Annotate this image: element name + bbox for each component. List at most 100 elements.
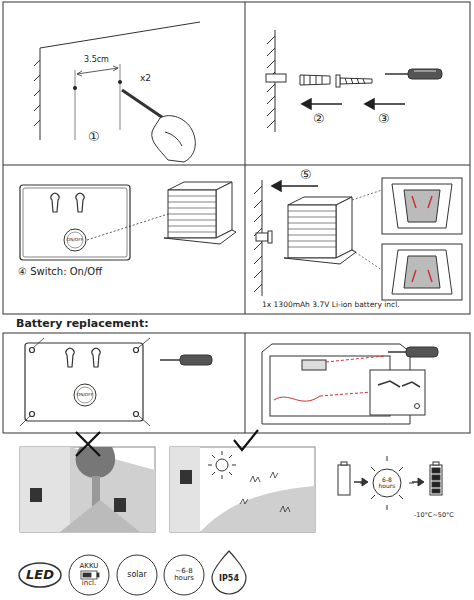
node-label: ON/OFF (67, 238, 83, 243)
quantity-label: x2 (140, 74, 151, 84)
leader-line (352, 250, 382, 270)
solar-lamp (168, 196, 216, 232)
charge-diagram (433, 462, 439, 465)
feature-badge: ~6-8 hours (163, 554, 205, 596)
node-label: incl. (82, 580, 96, 587)
pointer-arrow (20, 416, 30, 426)
step-arrow (310, 103, 342, 105)
back-plate (30, 412, 35, 417)
dowel-and-screw (340, 78, 372, 84)
bad-placement-scene (20, 432, 155, 532)
feature-badge: LED (18, 562, 62, 588)
drill-point (118, 80, 122, 84)
screwdriver (414, 71, 436, 72)
back-plate (134, 348, 139, 353)
node-shape (373, 469, 401, 497)
drill-point (73, 86, 77, 90)
wall-screw (268, 231, 272, 243)
node-shape (69, 555, 109, 595)
back-plate (66, 348, 74, 367)
charge-diagram (432, 482, 440, 487)
node-text-box: ON/OFF (63, 228, 87, 252)
node-shape (117, 555, 157, 595)
hand-with-pencil (165, 132, 182, 146)
wire-leader (320, 392, 372, 396)
wall-screw (256, 233, 268, 241)
back-plate (25, 343, 143, 421)
dowel-and-screw (304, 75, 322, 85)
open-housing (274, 396, 320, 401)
screwdriver (406, 347, 438, 357)
step-arrow (373, 103, 405, 105)
leader-line (352, 190, 382, 270)
wall-outline (75, 70, 76, 86)
hand-with-pencil (152, 116, 196, 162)
node-outline (210, 550, 248, 596)
node-outline (68, 554, 110, 596)
wall-outline (34, 60, 40, 126)
wall-screw (256, 231, 272, 243)
pointer-arrow (138, 338, 150, 348)
panel-frame (245, 2, 246, 314)
solar-lamp (288, 211, 336, 247)
charge-diagram (430, 465, 442, 495)
battery-icon (83, 573, 91, 577)
good-placement-scene (208, 451, 236, 479)
connector-inset (370, 370, 425, 415)
feature-badge: AKKUincl. (68, 554, 110, 596)
bad-placement-scene (114, 498, 126, 512)
light-inset (404, 190, 440, 222)
node-text-box: LED (18, 562, 62, 588)
switch-ring (77, 387, 93, 403)
dowel-and-screw (336, 75, 340, 87)
light-inset (382, 178, 462, 300)
solar-lamp (284, 250, 356, 264)
back-plate (51, 193, 59, 212)
good-placement-scene (200, 486, 315, 532)
screwdriver (160, 355, 212, 365)
pointer-arrow (139, 416, 150, 426)
back-plate (30, 348, 35, 353)
screwdriver (388, 347, 438, 357)
charge-diagram (432, 489, 440, 493)
good-placement-scene (170, 447, 200, 532)
panel-frame (3, 2, 470, 314)
charge-diagram (432, 468, 440, 473)
good-placement-scene (170, 447, 315, 532)
wire-leader (326, 356, 384, 362)
light-inset (412, 270, 432, 282)
node-shape (19, 563, 61, 587)
light-inset (392, 184, 452, 228)
node-shape (212, 551, 246, 594)
solar-lamp (284, 197, 356, 264)
step-caption: ④ Switch: On/Off (18, 266, 102, 277)
node-text-box: AKKUincl. (68, 554, 110, 596)
wall-outline (120, 64, 121, 80)
battery-icon (81, 571, 97, 579)
bad-placement-scene (20, 447, 155, 532)
good-placement-scene (180, 470, 192, 484)
feature-badge: solar (116, 554, 158, 596)
back-plate (92, 348, 100, 367)
charge-diagram (360, 456, 414, 510)
leader-line (352, 190, 382, 200)
bad-placement-scene (30, 488, 42, 502)
solar-lamp (288, 205, 336, 258)
solar-lamp (164, 230, 236, 244)
panel-frame (3, 2, 470, 433)
back-plate (25, 343, 143, 421)
wall-outline (77, 68, 118, 74)
wall-outline (75, 88, 76, 140)
solar-lamp (336, 197, 352, 258)
dowel-and-screw (266, 74, 286, 82)
screwdriver (160, 359, 180, 361)
step-number: ② (313, 112, 325, 126)
leader-line (87, 214, 168, 240)
screwdriver (408, 69, 442, 79)
light-inset (404, 256, 440, 288)
node-text-box: 6-8 hours (372, 468, 402, 498)
switch-button: ON/OFF (73, 383, 97, 407)
ip-rating-badge: IP54 (210, 550, 248, 596)
good-placement-scene (170, 430, 315, 532)
connector-inset (370, 370, 425, 415)
